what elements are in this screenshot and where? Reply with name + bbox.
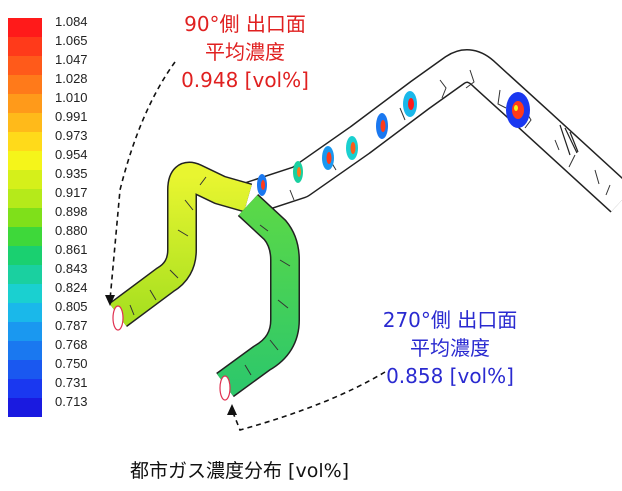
branch-90deg-pipe bbox=[109, 161, 253, 331]
colorbar-cell bbox=[8, 227, 42, 246]
callout-270deg-title: 270°側 出口面 bbox=[382, 308, 518, 332]
colorbar-labels: 1.084 1.065 1.047 1.028 1.010 0.991 0.973 0.954… bbox=[55, 12, 88, 411]
colorbar-cell bbox=[8, 170, 42, 189]
branch-270deg-pipe bbox=[216, 193, 300, 401]
colorbar-tick-label: 1.084 bbox=[55, 14, 88, 29]
colorbar-tick-label: 0.843 bbox=[55, 261, 88, 276]
cross-section-slices bbox=[257, 91, 530, 196]
upstream-pipe bbox=[239, 49, 622, 217]
callout-270deg-outlet: 270°側 出口面 平均濃度 0.858 [vol%] bbox=[360, 306, 540, 390]
colorbar-cell bbox=[8, 341, 42, 360]
callout-90deg-subtitle: 平均濃度 bbox=[205, 40, 285, 64]
colorbar-tick-label: 1.047 bbox=[55, 52, 88, 67]
arrow-270deg bbox=[227, 371, 386, 431]
colorbar-cell bbox=[8, 379, 42, 398]
colorbar-tick-label: 0.898 bbox=[55, 204, 88, 219]
callout-90deg-value: 0.948 [vol%] bbox=[181, 68, 309, 92]
colorbar-tick-label: 0.787 bbox=[55, 318, 88, 333]
colorbar-tick-label: 0.880 bbox=[55, 223, 88, 238]
colorbar-cell bbox=[8, 37, 42, 56]
colorbar-tick-label: 0.991 bbox=[55, 109, 88, 124]
colorbar-cell bbox=[8, 322, 42, 341]
arrow-90deg bbox=[105, 61, 176, 306]
colorbar-tick-label: 0.731 bbox=[55, 375, 88, 390]
colorbar-tick-label: 0.768 bbox=[55, 337, 88, 352]
colorbar-tick-label: 1.028 bbox=[55, 71, 88, 86]
callout-90deg-title: 90°側 出口面 bbox=[184, 12, 306, 36]
colorbar-cell bbox=[8, 208, 42, 227]
colorbar-cell bbox=[8, 113, 42, 132]
callout-270deg-subtitle: 平均濃度 bbox=[410, 336, 490, 360]
colorbar-cell bbox=[8, 189, 42, 208]
colorbar bbox=[8, 18, 42, 417]
colorbar-cell bbox=[8, 360, 42, 379]
colorbar-cell bbox=[8, 265, 42, 284]
colorbar-tick-label: 0.973 bbox=[55, 128, 88, 143]
colorbar-cell bbox=[8, 56, 42, 75]
colorbar-cell bbox=[8, 75, 42, 94]
colorbar-tick-label: 0.935 bbox=[55, 166, 88, 181]
colorbar-tick-label: 0.954 bbox=[55, 147, 88, 162]
colorbar-tick-label: 0.824 bbox=[55, 280, 88, 295]
colorbar-cell bbox=[8, 398, 42, 417]
colorbar-cell bbox=[8, 151, 42, 170]
callout-90deg-outlet: 90°側 出口面 平均濃度 0.948 [vol%] bbox=[160, 10, 330, 94]
colorbar-cell bbox=[8, 18, 42, 37]
colorbar-cell bbox=[8, 94, 42, 113]
colorbar-cell bbox=[8, 284, 42, 303]
colorbar-cell bbox=[8, 246, 42, 265]
figure-caption: 都市ガス濃度分布 [vol%] bbox=[130, 460, 350, 482]
colorbar-tick-label: 1.065 bbox=[55, 33, 88, 48]
colorbar-tick-label: 0.861 bbox=[55, 242, 88, 257]
colorbar-tick-label: 1.010 bbox=[55, 90, 88, 105]
colorbar-tick-label: 0.917 bbox=[55, 185, 88, 200]
colorbar-cell bbox=[8, 132, 42, 151]
colorbar-tick-label: 0.750 bbox=[55, 356, 88, 371]
colorbar-tick-label: 0.805 bbox=[55, 299, 88, 314]
colorbar-tick-label: 0.713 bbox=[55, 394, 88, 409]
callout-270deg-value: 0.858 [vol%] bbox=[386, 364, 514, 388]
colorbar-cell bbox=[8, 303, 42, 322]
